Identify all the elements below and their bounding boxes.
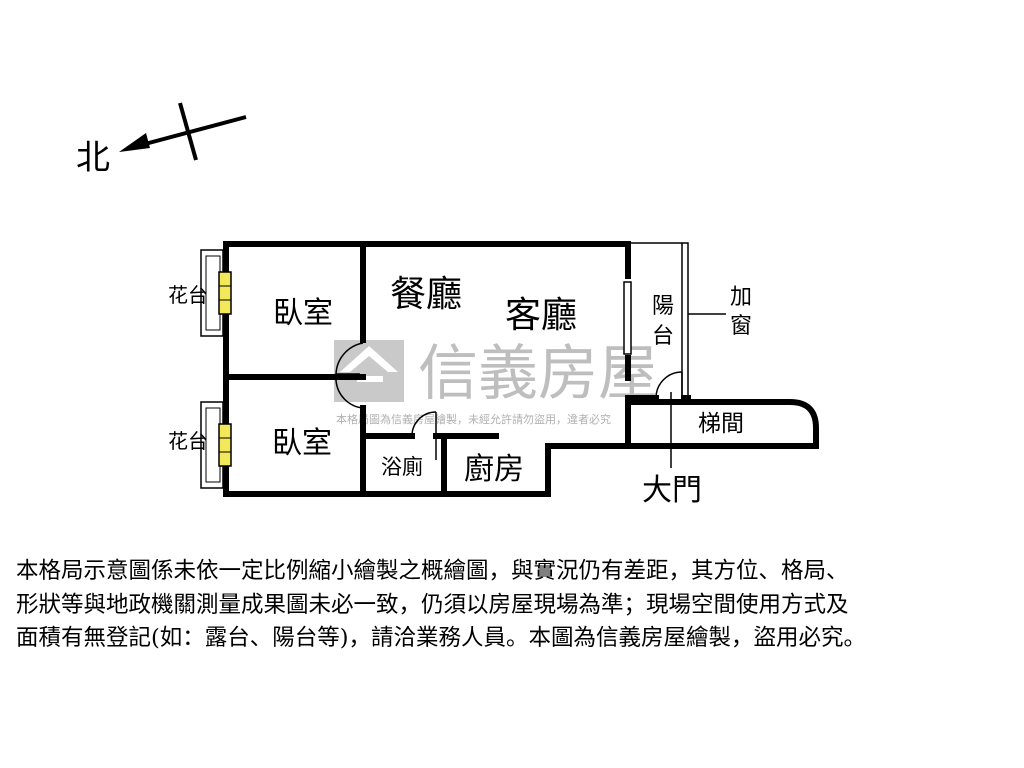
annotation-added-window-line1: 加 (730, 285, 752, 310)
room-dining: 餐廳 (390, 274, 462, 315)
planter-label-top: 花台 (168, 283, 208, 307)
north-arrow-icon (119, 102, 247, 161)
annotation-main-door: 大門 (642, 473, 702, 508)
compass-label: 北 (76, 138, 110, 178)
room-bathroom: 浴廁 (381, 455, 423, 479)
room-balcony-line2: 台 (652, 324, 674, 349)
watermark-notice: 本格局圖為信義房屋繪製，未經允許請勿盜用，違者必究 (336, 412, 611, 426)
door-swings (335, 342, 683, 460)
planter-label-bottom: 花台 (168, 429, 208, 453)
planter-bottom (200, 401, 232, 489)
walls (223, 241, 819, 497)
room-living: 客廳 (505, 295, 577, 336)
disclaimer-line: 本格局示意圖係未依一定比例縮小繪製之概繪圖，與實況仍有差距，其方位、格局、 (16, 558, 849, 584)
room-kitchen: 廚房 (464, 452, 524, 487)
watermark: 信義房屋 本格局圖為信義房屋繪製，未經允許請勿盜用，違者必究 (334, 339, 658, 426)
disclaimer: 本格局示意圖係未依一定比例縮小繪製之概繪圖，與實況仍有差距，其方位、格局、 形狀… (16, 555, 1016, 656)
disclaimer-line: 形狀等與地政機關測量成果圖未必一致，仍須以房屋現場為準；現場空間使用方式及 (16, 591, 849, 618)
sliding-door (623, 281, 632, 355)
planter-top (200, 249, 232, 337)
room-stairwell: 梯間 (698, 411, 744, 437)
room-bedroom-top: 臥室 (273, 296, 333, 331)
floor-plan: 北 信義房屋 本格局圖為信義房屋繪製，未經允許請勿盜用，違者必究 (76, 102, 819, 508)
disclaimer-line: 面積有無登記(如：露台、陽台等)，請洽業務人員。本圖為信義房屋繪製，盜用必究。 (16, 625, 867, 651)
room-bedroom-bottom: 臥室 (272, 426, 332, 461)
annotation-added-window-line2: 窗 (730, 314, 752, 339)
watermark-brand: 信義房屋 (418, 339, 658, 409)
room-balcony-line1: 陽 (652, 294, 674, 319)
